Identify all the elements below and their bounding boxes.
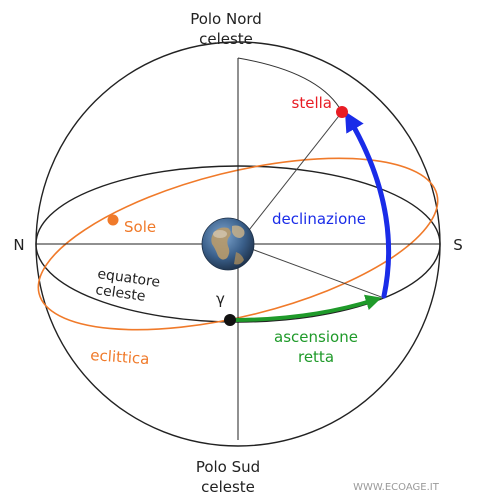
star-point [336, 106, 348, 118]
declination-arrow [344, 111, 392, 299]
right-ascension-arrow [230, 294, 382, 322]
north-pole-label-line2: celeste [199, 30, 253, 48]
south-pole-label-line2: celeste [201, 478, 255, 496]
north-pole-label-line1: Polo Nord [190, 10, 262, 28]
right-ascension-label-line2: retta [298, 348, 334, 366]
earth-globe-icon [201, 217, 255, 271]
south-pole-label-line1: Polo Sud [196, 458, 260, 476]
gamma-label: γ [216, 290, 225, 308]
ecliptic-label: eclittica [90, 346, 150, 368]
north-label: N [13, 236, 24, 254]
star-label: stella [292, 94, 332, 112]
vernal-equinox-point [224, 314, 236, 326]
sun-point [107, 214, 119, 226]
ecliptic-orbit [37, 157, 439, 331]
star-meridian-arc [237, 57, 343, 113]
south-label: S [453, 236, 463, 254]
center-to-ascension-line [237, 243, 385, 299]
watermark-label: WWW.ECOAGE.IT [353, 482, 440, 493]
center-to-star-line [237, 111, 343, 245]
declination-label: declinazione [272, 210, 366, 228]
right-ascension-label-line1: ascensione [274, 328, 358, 346]
equator-label-line2: celeste [94, 282, 146, 305]
sun-label: Sole [124, 218, 156, 236]
